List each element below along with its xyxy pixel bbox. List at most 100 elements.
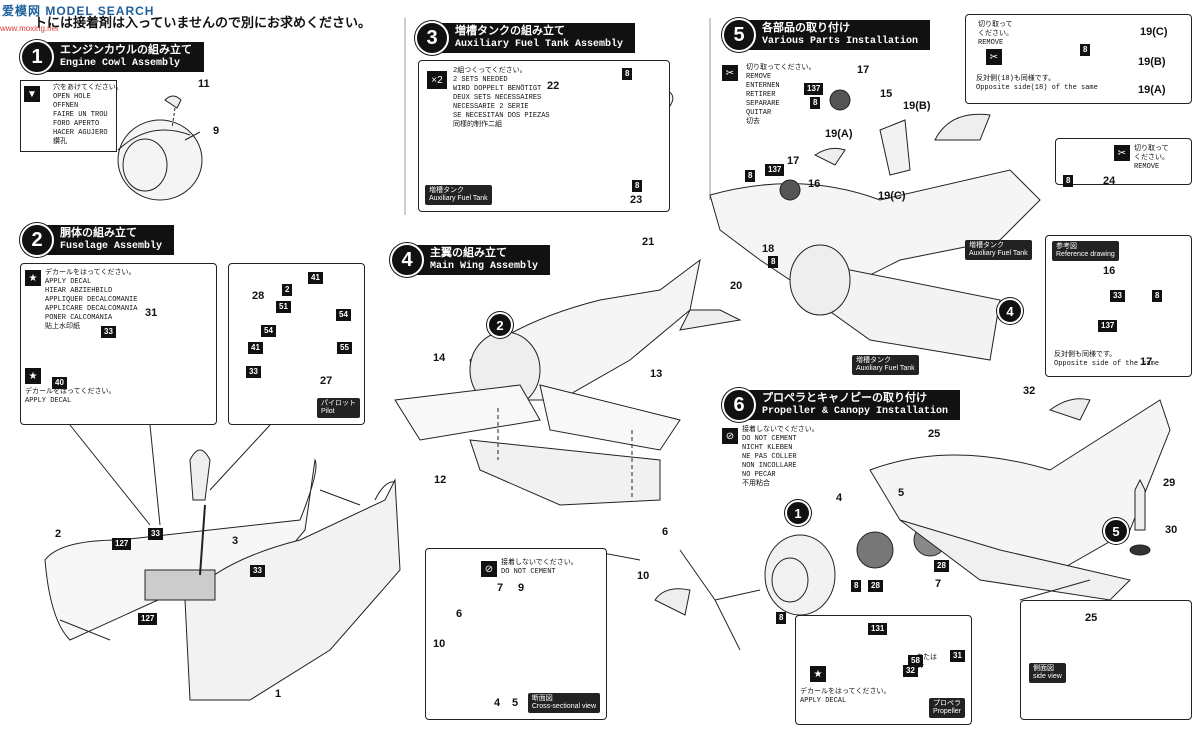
top-note: トには接着剤は入っていませんので別にお求めください。 xyxy=(34,15,371,30)
part-number: 17 xyxy=(1140,356,1153,368)
sprue-tag: 40 xyxy=(52,377,67,389)
part-number: 31 xyxy=(145,307,158,319)
sprue-tag: 8 xyxy=(1063,175,1074,187)
part-number: 4 xyxy=(836,492,843,504)
step-title-en: Main Wing Assembly xyxy=(430,261,539,272)
cut-icon: ✂ xyxy=(1114,145,1130,161)
step-title-en: Fuselage Assembly xyxy=(60,241,163,252)
part-number: 19(C) xyxy=(878,190,906,202)
sprue-tag: 41 xyxy=(308,272,323,284)
propeller-canopy-drawing xyxy=(654,398,1171,700)
part-number: 14 xyxy=(433,352,446,364)
drill-icon: ▼ xyxy=(24,86,40,102)
no-glue-icon: ⊘ xyxy=(481,561,497,577)
step-title-jp: 胴体の組み立て xyxy=(60,227,137,239)
step-title-jp: プロペラとキャノピーの取り付け xyxy=(762,392,927,404)
part-number: 29 xyxy=(1163,477,1176,489)
part-number: 25 xyxy=(928,428,941,440)
part-number: 24 xyxy=(1103,175,1116,187)
part-number: 19(A) xyxy=(825,128,853,140)
step-number: 5 xyxy=(722,18,756,52)
sprue-tag: 54 xyxy=(261,325,276,337)
part-number: 25 xyxy=(1085,612,1098,624)
step-title-en: Auxiliary Fuel Tank Assembly xyxy=(455,39,624,50)
sprue-tag: 131 xyxy=(868,623,888,635)
remove-short-text: 切り取ってください。REMOVE xyxy=(1134,145,1169,171)
sprue-tag: 33 xyxy=(246,366,261,378)
part-number: 16 xyxy=(808,178,821,190)
opposite2-text: 反対側も同様です。Opposite side of the same xyxy=(1054,351,1160,368)
part-number: 11 xyxy=(198,78,210,90)
part-number: 17 xyxy=(787,155,800,167)
sprue-tag: 8 xyxy=(745,170,756,182)
step-number: 4 xyxy=(390,243,424,277)
part-number: 19(A) xyxy=(1138,84,1166,96)
step-number: 3 xyxy=(415,21,449,55)
sprue-tag: 55 xyxy=(337,342,352,354)
sprue-tag: 137 xyxy=(804,83,824,95)
step-title-en: Propeller & Canopy Installation xyxy=(762,406,949,417)
step-title-jp: エンジンカウルの組み立て xyxy=(60,44,192,56)
part-number: 16 xyxy=(1103,265,1116,277)
step-title-jp: 増槽タンクの組み立て xyxy=(455,25,565,37)
x2-icon: ×2 xyxy=(427,71,447,89)
sprue-tag: 33 xyxy=(1110,290,1125,302)
part-number: 2 xyxy=(55,528,62,540)
sprue-tag: 33 xyxy=(148,528,163,540)
step-number: 1 xyxy=(20,40,54,74)
main-wing-drawing xyxy=(394,258,742,506)
sprue-tag: 8 xyxy=(768,256,779,268)
step-ref-marker: 5 xyxy=(1103,518,1129,544)
part-number: 19(B) xyxy=(903,100,931,112)
remove-detail-box-2: ✂ 切り取ってください。REMOVE xyxy=(1055,138,1192,185)
sprue-tag: 2 xyxy=(282,284,293,296)
sprue-tag: 41 xyxy=(248,342,263,354)
sprue-tag: 28 xyxy=(934,560,949,572)
part-number: 19(C) xyxy=(1140,26,1168,38)
sprue-tag: 58 xyxy=(908,655,923,667)
star-decal-icon: ★ xyxy=(25,368,41,384)
sprue-tag: 8 xyxy=(632,180,643,192)
part-number: 10 xyxy=(637,570,650,582)
part-number: 22 xyxy=(547,80,560,92)
fuselage-halves-drawing xyxy=(44,449,401,701)
part-number: 7 xyxy=(935,578,942,590)
sprue-tag: 51 xyxy=(276,301,291,313)
sprue-tag: 31 xyxy=(950,650,965,662)
sprue-tag: 8 xyxy=(622,68,633,80)
sprue-tag: 8 xyxy=(1080,44,1091,56)
not-cement-short-text: 接着しないでください。DO NOT CEMENT xyxy=(501,559,578,576)
sprue-tag: 54 xyxy=(336,309,351,321)
apply-decal-short: デカールをはってください。APPLY DECAL xyxy=(25,388,116,405)
cut-icon: ✂ xyxy=(722,65,738,81)
step-title-jp: 各部品の取り付け xyxy=(762,22,850,34)
part-number: 23 xyxy=(630,194,643,206)
sprue-tag: 33 xyxy=(101,326,116,338)
part-number: 19(B) xyxy=(1138,56,1166,68)
part-number: 32 xyxy=(1023,385,1036,397)
part-number: 17 xyxy=(857,64,870,76)
sprue-tag: 8 xyxy=(776,612,787,624)
star-decal-icon: ★ xyxy=(810,666,826,682)
part-number: 9 xyxy=(518,582,525,594)
step-3-header: 3 増槽タンクの組み立て Auxiliary Fuel Tank Assembly xyxy=(415,21,636,55)
sprue-tag: 137 xyxy=(765,164,785,176)
